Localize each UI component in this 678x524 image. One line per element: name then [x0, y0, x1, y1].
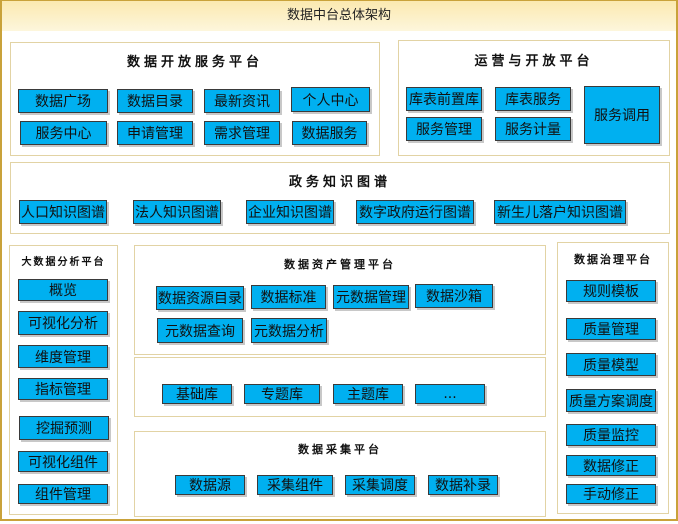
box-latest-news: 最新资讯: [204, 89, 280, 113]
box-service-mgmt: 服务管理: [406, 117, 482, 141]
box-quality-monitoring: 质量监控: [566, 424, 656, 446]
box-population-kg: 人口知识图谱: [19, 200, 107, 224]
box-base-library: 基础库: [162, 384, 232, 404]
box-data-standard: 数据标准: [251, 285, 326, 309]
box-more-libraries: ...: [415, 384, 485, 404]
panel-title: 数据治理平台: [574, 253, 652, 266]
panel-title: 大数据分析平台: [21, 257, 106, 268]
box-gov-operation-kg: 数字政府运行图谱: [356, 200, 474, 224]
box-data-source: 数据源: [175, 475, 245, 495]
panel-title: 政务知识图谱: [288, 175, 391, 190]
box-service-center: 服务中心: [20, 121, 107, 145]
box-topic-library: 专题库: [244, 384, 320, 404]
box-data-plaza: 数据广场: [18, 89, 108, 113]
box-personal-center: 个人中心: [291, 87, 370, 112]
box-rule-template: 规则模板: [566, 280, 656, 302]
box-collect-scheduling: 采集调度: [345, 475, 415, 495]
box-application-mgmt: 申请管理: [117, 121, 193, 145]
box-visual-components: 可视化组件: [18, 451, 108, 472]
box-resource-catalog: 数据资源目录: [156, 286, 244, 310]
box-table-front-db: 库表前置库: [406, 87, 482, 111]
panel-title: 数据资产管理平台: [284, 258, 396, 271]
box-data-supplement: 数据补录: [428, 475, 498, 495]
box-quality-mgmt: 质量管理: [566, 318, 656, 340]
box-data-service: 数据服务: [292, 121, 367, 145]
box-demand-mgmt: 需求管理: [204, 121, 280, 145]
box-enterprise-kg: 企业知识图谱: [246, 200, 334, 224]
collect-panel: 数据采集平台: [134, 431, 546, 517]
box-newborn-kg: 新生儿落户知识图谱: [494, 200, 626, 224]
panel-title: 数据采集平台: [298, 443, 382, 456]
box-service-metering: 服务计量: [495, 117, 571, 141]
box-legal-person-kg: 法人知识图谱: [133, 200, 221, 224]
box-table-service: 库表服务: [495, 87, 571, 111]
box-dimension-mgmt: 维度管理: [18, 345, 108, 368]
box-indicator-mgmt: 指标管理: [18, 378, 108, 400]
box-quality-plan-scheduling: 质量方案调度: [566, 389, 656, 412]
box-visual-analysis: 可视化分析: [18, 311, 108, 335]
box-metadata-mgmt: 元数据管理: [333, 285, 409, 309]
panel-title: 数据开放服务平台: [126, 55, 263, 70]
box-metadata-analysis: 元数据分析: [251, 318, 327, 343]
box-component-mgmt: 组件管理: [18, 484, 108, 504]
box-collect-components: 采集组件: [257, 475, 333, 495]
box-data-sandbox: 数据沙箱: [415, 284, 493, 308]
box-mining-prediction: 挖掘预测: [19, 416, 109, 440]
box-service-call: 服务调用: [584, 86, 660, 144]
panel-title: 运营与开放平台: [474, 54, 594, 69]
box-overview: 概览: [18, 279, 108, 301]
box-data-correction: 数据修正: [566, 455, 656, 476]
diagram-title: 数据中台总体架构: [2, 1, 676, 31]
box-data-catalog: 数据目录: [117, 89, 193, 113]
box-metadata-query: 元数据查询: [157, 318, 243, 343]
box-manual-correction: 手动修正: [566, 484, 656, 504]
box-subject-library: 主题库: [333, 384, 403, 404]
box-quality-model: 质量模型: [566, 353, 656, 376]
